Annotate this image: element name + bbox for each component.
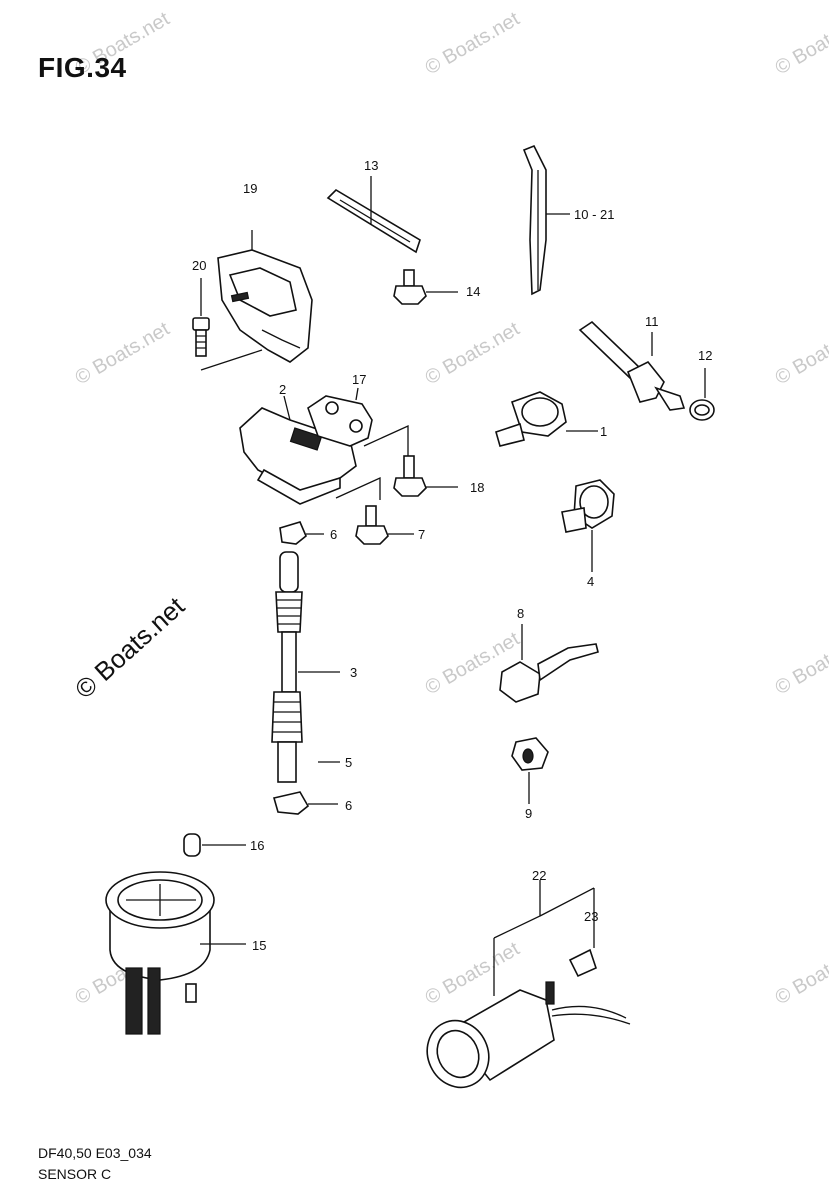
watermark: © Boats.net xyxy=(772,318,829,390)
part-22-gauge xyxy=(426,880,631,1089)
part-labels: 19 20 13 14 10 - 21 11 12 1 2 17 18 6 7 … xyxy=(192,158,712,953)
footer-code: DF40,50 E03_034 xyxy=(38,1145,152,1161)
label-2: 2 xyxy=(279,382,286,397)
part-6-clip-upper xyxy=(279,521,324,545)
part-23-bulb xyxy=(568,888,597,978)
label-18: 18 xyxy=(470,480,484,495)
part-12-o-ring xyxy=(689,368,715,421)
part-6-clip-lower xyxy=(272,791,338,815)
part-1-sensor xyxy=(495,391,598,447)
label-13: 13 xyxy=(364,158,378,173)
part-8-sensor xyxy=(499,624,599,703)
part-9-grommet xyxy=(511,737,549,804)
dashed-leaders xyxy=(335,424,409,500)
label-14: 14 xyxy=(466,284,480,299)
part-5-sleeve xyxy=(277,741,340,783)
watermark: © Boats.net xyxy=(422,8,524,80)
part-4-sensor xyxy=(561,479,615,572)
label-6-lower: 6 xyxy=(345,798,352,813)
label-7: 7 xyxy=(418,527,425,542)
watermark-main: © Boats.net xyxy=(69,590,191,704)
part-14-bolt xyxy=(393,269,458,305)
part-16-bulb xyxy=(183,833,246,857)
label-10-21: 10 - 21 xyxy=(574,207,614,222)
label-22: 22 xyxy=(532,868,546,883)
part-10-sensor-lead xyxy=(522,144,570,296)
part-19-bracket xyxy=(217,230,313,363)
part-11-sensor xyxy=(578,320,686,411)
label-3: 3 xyxy=(350,665,357,680)
label-23: 23 xyxy=(584,909,598,924)
label-19: 19 xyxy=(243,181,257,196)
part-17-clamp xyxy=(307,387,373,447)
label-8: 8 xyxy=(517,606,524,621)
watermark: © Boats.net xyxy=(772,628,829,700)
figure-title: FIG.34 xyxy=(38,52,127,83)
label-1: 1 xyxy=(600,424,607,439)
part-2-sensor xyxy=(239,395,357,505)
part-20-bolt xyxy=(192,278,263,371)
watermarks: © Boats.net © Boats.net © Boats.net © Bo… xyxy=(69,8,829,1010)
label-17: 17 xyxy=(352,372,366,387)
label-6-upper: 6 xyxy=(330,527,337,542)
part-13-strap xyxy=(326,176,421,254)
label-20: 20 xyxy=(192,258,206,273)
watermark: © Boats.net xyxy=(422,318,524,390)
label-11: 11 xyxy=(645,314,659,329)
part-18-bolt xyxy=(393,455,458,497)
label-12: 12 xyxy=(698,348,712,363)
part-15-gauge xyxy=(105,871,246,1035)
label-5: 5 xyxy=(345,755,352,770)
part-7-screw xyxy=(355,505,414,545)
watermark: © Boats.net xyxy=(772,938,829,1010)
label-15: 15 xyxy=(252,938,266,953)
label-16: 16 xyxy=(250,838,264,853)
label-4: 4 xyxy=(587,574,594,589)
footer-name: SENSOR C xyxy=(38,1166,112,1182)
label-9: 9 xyxy=(525,806,532,821)
part-3-cable xyxy=(271,551,340,743)
watermark: © Boats.net xyxy=(72,318,174,390)
watermark: © Boats.net xyxy=(772,8,829,80)
